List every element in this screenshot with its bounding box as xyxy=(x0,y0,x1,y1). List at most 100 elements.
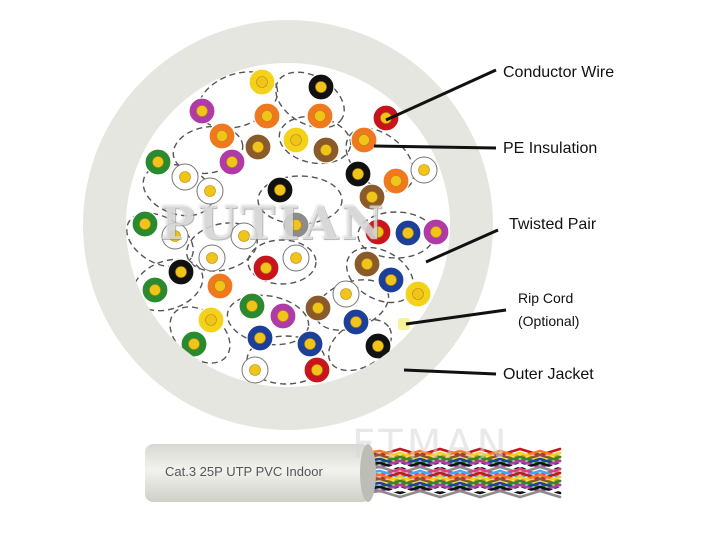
conductor-core xyxy=(361,258,373,270)
leader-line-conductor xyxy=(385,68,497,122)
conductor-core xyxy=(169,230,181,242)
insulated-conductor xyxy=(342,308,370,336)
conductor-core xyxy=(372,226,384,238)
cable-side-view xyxy=(145,444,562,502)
conductor-core xyxy=(304,338,316,350)
insulated-conductor xyxy=(364,218,392,246)
conductor-core xyxy=(246,300,258,312)
insulated-conductor xyxy=(171,163,199,191)
insulated-conductor xyxy=(306,102,334,130)
wire-strand xyxy=(358,487,562,497)
label-pe-insulation: PE Insulation xyxy=(503,140,598,157)
insulated-conductor xyxy=(206,272,234,300)
conductor-core xyxy=(290,252,302,264)
conductor-core xyxy=(188,338,200,350)
conductor-core xyxy=(252,141,264,153)
insulated-conductor xyxy=(246,324,274,352)
wire-strand xyxy=(358,489,562,499)
brand-watermark: PUTIAN xyxy=(160,196,387,250)
insulated-conductor xyxy=(218,148,246,176)
insulated-conductor xyxy=(372,104,400,132)
conductor-core xyxy=(385,274,397,286)
insulated-conductor xyxy=(304,294,332,322)
conductor-core xyxy=(315,81,327,93)
insulated-conductor xyxy=(196,177,224,205)
conductor-core xyxy=(149,284,161,296)
exposed-wire-strands xyxy=(358,447,562,499)
conductor-core xyxy=(175,266,187,278)
conductor-core xyxy=(312,302,324,314)
insulated-conductor xyxy=(296,330,324,358)
insulated-conductor xyxy=(307,73,335,101)
insulated-conductor xyxy=(303,356,331,384)
conductor-core xyxy=(290,219,302,231)
conductor-core xyxy=(139,218,151,230)
insulated-conductor xyxy=(282,244,310,272)
insulated-conductor xyxy=(269,302,297,330)
conductor-core xyxy=(412,288,424,300)
insulated-conductor xyxy=(422,218,450,246)
insulated-conductor xyxy=(244,133,272,161)
conductor-core xyxy=(320,144,332,156)
insulated-conductor xyxy=(253,102,281,130)
leader-line-outer-jacket xyxy=(403,368,497,376)
insulated-conductor xyxy=(180,330,208,358)
conductor-core xyxy=(179,171,191,183)
conductor-core xyxy=(290,134,302,146)
label-outer-jacket: Outer Jacket xyxy=(503,366,594,383)
insulated-conductor xyxy=(266,176,294,204)
insulated-conductor xyxy=(144,148,172,176)
conductor-core xyxy=(249,364,261,376)
insulated-conductor xyxy=(312,136,340,164)
insulated-conductor xyxy=(358,183,386,211)
conductor-core xyxy=(204,185,216,197)
conductor-core xyxy=(430,226,442,238)
conductor-core xyxy=(261,110,273,122)
insulated-conductor xyxy=(282,126,310,154)
label-rip-cord-optional: (Optional) xyxy=(518,313,580,329)
insulated-conductor xyxy=(394,219,422,247)
leader-line-twisted-pair xyxy=(425,228,499,264)
conductor-core xyxy=(366,191,378,203)
rip-cord xyxy=(398,318,410,330)
insulated-conductor xyxy=(350,126,378,154)
label-rip-cord: Rip Cord xyxy=(518,290,574,306)
conductor-core xyxy=(274,184,286,196)
insulated-conductor xyxy=(332,280,360,308)
leader-line-insulation xyxy=(373,144,497,150)
insulated-conductor xyxy=(282,211,310,239)
conductor-core xyxy=(350,316,362,328)
label-conductor-wire: Conductor Wire xyxy=(503,64,615,81)
insulated-conductor xyxy=(141,276,169,304)
conductor-core xyxy=(372,340,384,352)
conductor-core xyxy=(277,310,289,322)
conductor-core xyxy=(254,332,266,344)
conductor-core xyxy=(214,280,226,292)
cable-jacket-body xyxy=(145,444,370,502)
insulated-conductor xyxy=(188,97,216,125)
background-watermark: FTMAN xyxy=(352,422,511,468)
conductor-core xyxy=(390,175,402,187)
insulated-conductor xyxy=(410,156,438,184)
insulated-conductor xyxy=(131,210,159,238)
cable-print-text: Cat.3 25P UTP PVC Indoor xyxy=(165,464,323,479)
conductor-core xyxy=(206,252,218,264)
conductor-core xyxy=(260,262,272,274)
insulated-conductor xyxy=(382,167,410,195)
insulated-conductor xyxy=(161,222,189,250)
conductor-core xyxy=(418,164,430,176)
pair-outline xyxy=(172,125,244,175)
insulated-conductor xyxy=(238,292,266,320)
pair-outline xyxy=(126,212,194,268)
insulated-conductor xyxy=(167,258,195,286)
conductor-core xyxy=(402,227,414,239)
insulated-conductor xyxy=(404,280,432,308)
conductor-core xyxy=(216,130,228,142)
label-twisted-pair: Twisted Pair xyxy=(509,216,597,233)
insulated-conductor xyxy=(364,332,392,360)
insulated-conductor xyxy=(230,222,258,250)
conductor-core xyxy=(152,156,164,168)
insulated-conductor xyxy=(241,356,269,384)
